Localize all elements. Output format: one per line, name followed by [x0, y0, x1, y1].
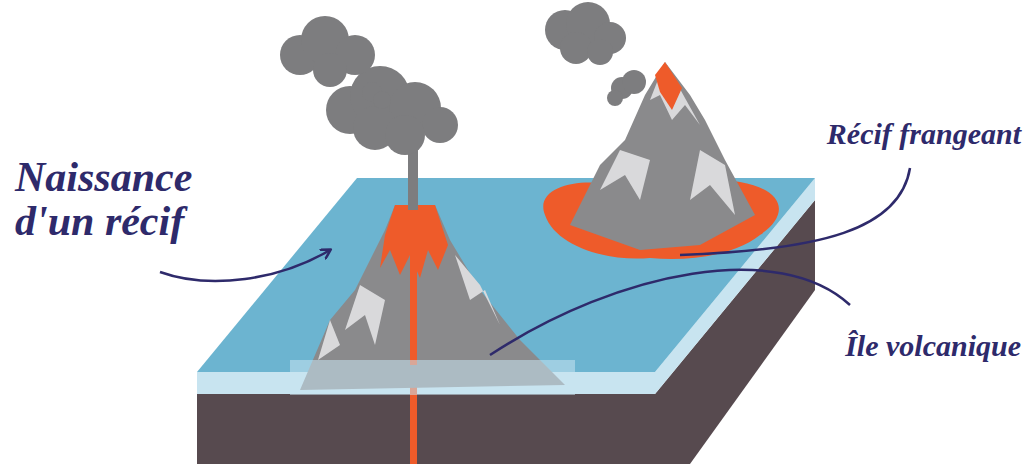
ground-front: [197, 394, 655, 464]
callout-label: Naissance d'un récif: [15, 155, 230, 243]
callout-label: Île volcanique: [821, 330, 1021, 362]
leader-line: [490, 270, 850, 355]
island-crater: [655, 62, 682, 110]
island-snow: [600, 62, 735, 215]
leader-line: [160, 250, 330, 281]
island-mountain: [570, 62, 755, 250]
underwater-overlay: [290, 360, 575, 395]
island-smoke: [545, 2, 646, 106]
volcano-snow: [318, 255, 500, 360]
volcano-smoke: [280, 16, 458, 155]
leader-line: [680, 168, 910, 255]
callout-label: Récif frangeant: [781, 118, 1021, 150]
